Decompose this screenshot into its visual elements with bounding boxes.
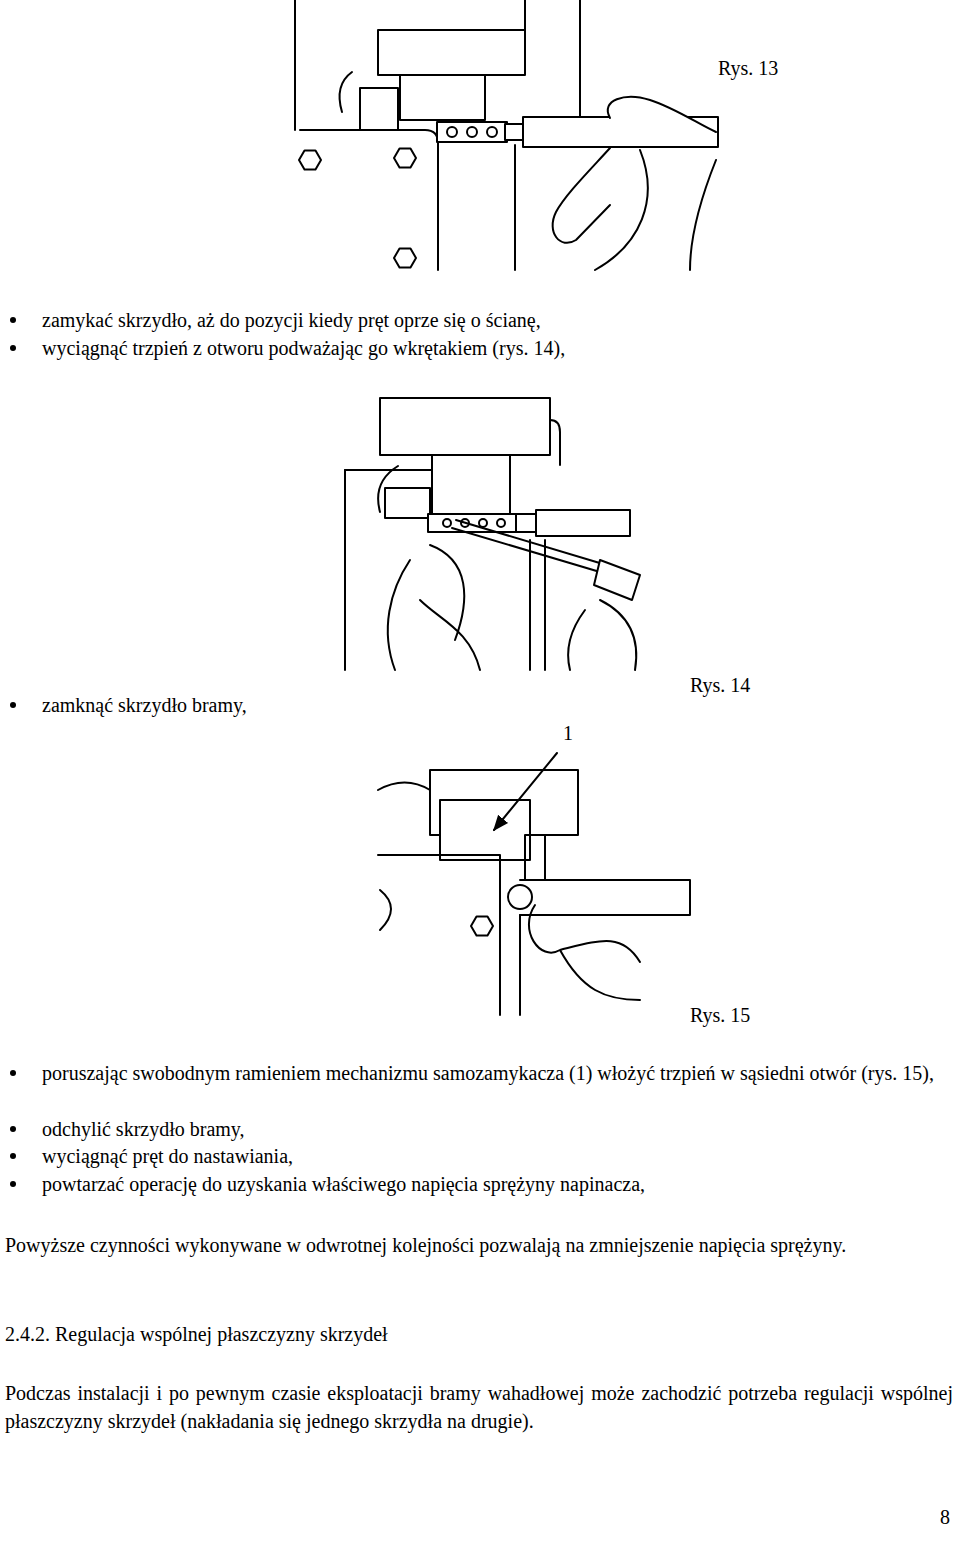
hand — [595, 150, 648, 270]
bullet-dot — [10, 1070, 16, 1076]
bullet-dot — [10, 1126, 16, 1132]
rod-hole — [479, 519, 487, 527]
paragraph: Powyższe czynności wykonywane w odwrotne… — [5, 1231, 953, 1259]
closer-body — [400, 75, 485, 120]
setting-rod — [520, 880, 690, 915]
hex-nut — [471, 917, 493, 936]
screwdriver-handle — [594, 560, 640, 600]
rod-hole — [447, 127, 457, 137]
figure-13 — [295, 0, 718, 270]
frame-line — [345, 470, 545, 670]
list-item: zamykać skrzydło, aż do pozycji kiedy pr… — [42, 306, 541, 334]
frame-line — [294, 0, 296, 130]
page-number: 8 — [940, 1503, 950, 1531]
pin-head — [508, 885, 532, 909]
screwdriver-shaft — [452, 520, 603, 572]
hand — [529, 905, 640, 1000]
figure-caption: Rys. 13 — [718, 54, 778, 82]
hand — [608, 97, 716, 132]
figure-caption: Rys. 14 — [690, 671, 750, 699]
hex-nut — [394, 249, 416, 268]
plate-edge — [300, 130, 438, 270]
figure-15 — [378, 753, 690, 1015]
section-heading: 2.4.2. Regulacja wspólnej płaszczyzny sk… — [5, 1320, 388, 1348]
pin-rod — [428, 514, 518, 532]
closer-body — [440, 800, 530, 860]
paragraph: Podczas instalacji i po pewnym czasie ek… — [5, 1379, 953, 1435]
hand — [553, 148, 610, 243]
closer-block — [378, 30, 525, 75]
bullet-dot — [10, 1153, 16, 1159]
closer-block — [380, 398, 550, 455]
frame-line — [378, 783, 430, 791]
bullet-dot — [10, 345, 16, 351]
bullet-dot — [10, 317, 16, 323]
arm — [340, 72, 352, 112]
rod-hole — [497, 519, 505, 527]
hex-nut — [299, 151, 321, 170]
frame-line — [550, 420, 560, 465]
hand — [388, 545, 480, 670]
frame-line — [514, 145, 516, 270]
leader-line — [494, 753, 557, 830]
frame-line — [378, 855, 520, 1015]
hand — [690, 160, 716, 270]
rod-tip — [516, 514, 536, 532]
list-item: wyciągnąć pręt do nastawiania, — [42, 1142, 293, 1170]
bullet-dot — [10, 702, 16, 708]
bracket — [360, 88, 398, 130]
frame-line — [345, 469, 432, 471]
arm — [380, 890, 391, 930]
hand — [568, 600, 636, 670]
setting-rod — [536, 510, 630, 536]
rod-hole — [467, 127, 477, 137]
pin-rod — [437, 122, 507, 142]
list-item: zamknąć skrzydło bramy, — [42, 691, 247, 719]
list-item: odchylić skrzydło bramy, — [42, 1115, 245, 1143]
rod-tip — [505, 124, 523, 140]
list-item: wyciągnąć trzpień z otworu podważając go… — [42, 334, 565, 362]
hex-nut — [394, 149, 416, 168]
list-item: poruszając swobodnym ramieniem mechanizm… — [42, 1059, 950, 1087]
list-item: powtarzać operację do uzyskania właściwe… — [42, 1170, 645, 1198]
closer-body — [432, 455, 510, 515]
bullet-dot — [10, 1181, 16, 1187]
frame-line — [525, 0, 580, 118]
rod-hole — [487, 127, 497, 137]
closer-shaft — [525, 835, 545, 880]
bracket — [385, 488, 430, 518]
figure-caption: Rys. 15 — [690, 1001, 750, 1029]
rod-hole — [443, 519, 451, 527]
figure-14 — [345, 398, 640, 670]
callout-number: 1 — [563, 719, 573, 747]
